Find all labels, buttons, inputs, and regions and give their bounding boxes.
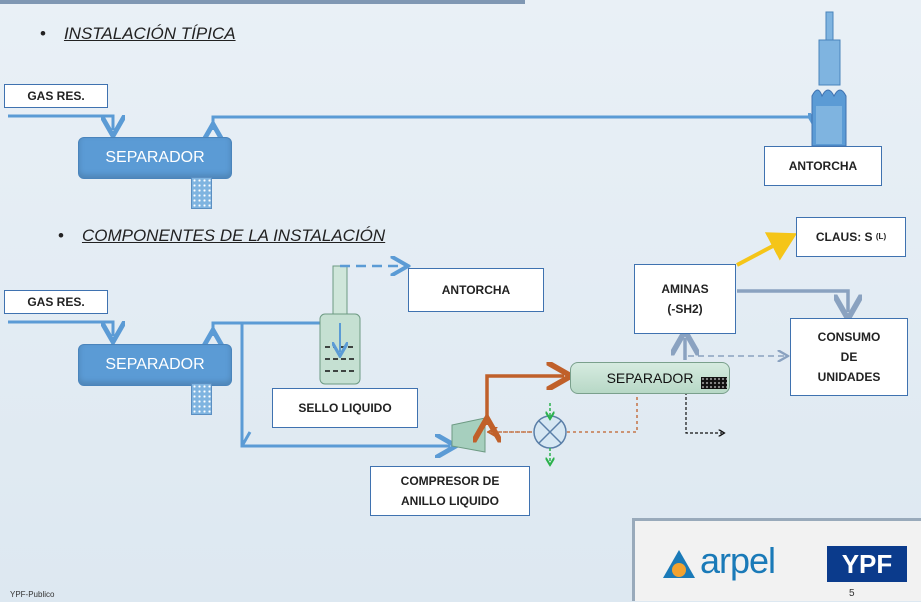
bullet-installation-components: •COMPONENTES DE LA INSTALACIÓN: [58, 226, 386, 245]
bottom-seal-branch-line: [240, 431, 252, 447]
bottom-gas-inlet-line: [8, 320, 113, 336]
classification-footer: YPF-Publico: [10, 590, 55, 599]
separator-2: SEPARADOR: [570, 362, 730, 394]
compressor-shape: [451, 417, 486, 453]
arpel-logo-icon: [663, 550, 695, 578]
ypf-logo: YPF: [827, 546, 907, 582]
top-gas-inlet-line: [8, 114, 113, 130]
amines-unit: AMINAS (-SH2): [634, 264, 736, 334]
liquid-seal-pipe: [332, 265, 348, 317]
bottom-separator: SEPARADOR: [78, 344, 232, 386]
amines-to-consumption-line: [737, 289, 848, 312]
bullet-typical-installation: •INSTALACIÓN TÍPICA: [40, 24, 236, 43]
top-flare-label: ANTORCHA: [764, 146, 882, 186]
claus-unit: CLAUS: S (L): [796, 217, 906, 257]
separator2-liquid-outlet: [685, 392, 722, 433]
arpel-logo: arpel: [700, 540, 776, 581]
top-separator-drain: [191, 177, 212, 209]
page-number: 5: [849, 588, 855, 599]
top-flare-vessel-fill: [816, 106, 842, 144]
liquid-seal-label: SELLO LIQUIDO: [272, 388, 418, 428]
top-separator-to-flare-line: [213, 117, 820, 130]
top-flare-stack-neck: [818, 39, 841, 86]
title-underline: [0, 0, 525, 4]
amines-to-claus-line: [736, 232, 798, 267]
bottom-separator-drain: [191, 383, 212, 415]
top-separator: SEPARADOR: [78, 137, 232, 179]
bottom-flare-label: ANTORCHA: [408, 268, 544, 312]
separator-2-liquid-level: [701, 377, 727, 389]
bottom-gas-res-label: GAS RES.: [4, 290, 108, 314]
compressor-discharge-line: [487, 376, 564, 425]
top-gas-res-label: GAS RES.: [4, 84, 108, 108]
compressor-label: COMPRESOR DE ANILLO LIQUIDO: [370, 466, 530, 516]
unit-consumption: CONSUMO DE UNIDADES: [790, 318, 908, 396]
